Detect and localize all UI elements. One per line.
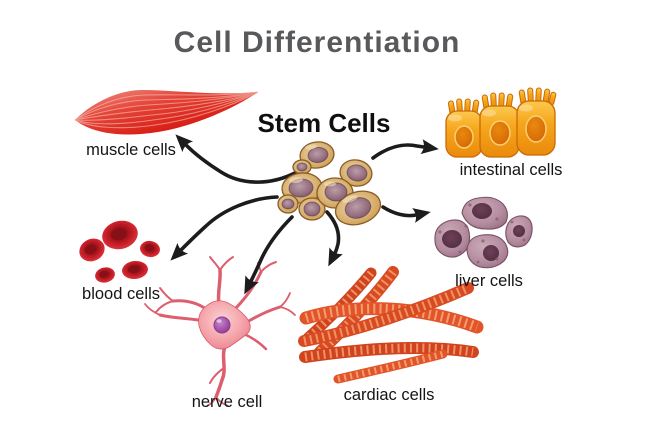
arrow-to-intestinal-cells	[371, 139, 439, 160]
liver-cells-illustration	[434, 196, 533, 269]
stem-cells-illustration	[277, 141, 382, 226]
arrow-to-blood-cells	[170, 195, 279, 261]
arrow-to-cardiac-cells	[325, 210, 343, 267]
arrow-to-muscle-cells	[175, 134, 299, 184]
muscle-cells-label: muscle cells	[86, 141, 176, 159]
intestinal-cells-label: intestinal cells	[459, 161, 563, 179]
nerve-cell-illustration	[144, 256, 296, 407]
blood-cells-illustration	[79, 220, 160, 283]
differentiation-arrows	[170, 134, 439, 295]
liver-cells-label: liver cells	[455, 272, 523, 290]
arrow-to-liver-cells	[381, 205, 431, 223]
cardiac-cells-illustration	[298, 266, 484, 384]
intestinal-cells-illustration	[445, 87, 557, 158]
blood-cells-label: blood cells	[82, 285, 160, 303]
cardiac-cells-label: cardiac cells	[343, 386, 435, 404]
page-title: Cell Differentiation	[173, 26, 461, 59]
stem-cells-label: Stem Cells	[257, 108, 391, 138]
muscle-cells-illustration	[74, 90, 259, 135]
nerve-cell-label: nerve cell	[191, 393, 263, 411]
arrow-to-nerve-cell	[244, 215, 294, 295]
